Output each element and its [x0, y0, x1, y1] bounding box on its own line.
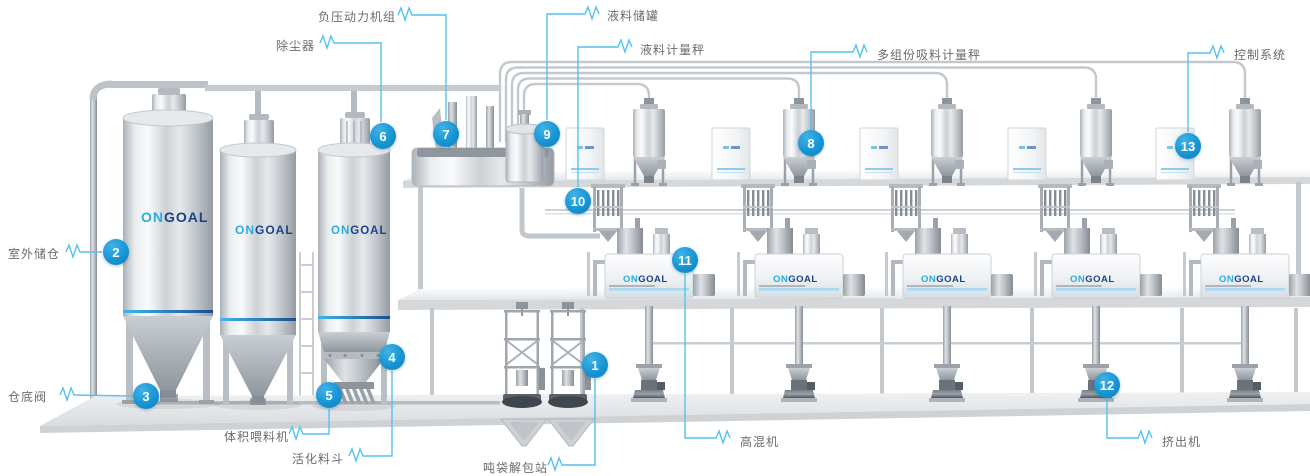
- label-liquid-scale: 液料计量秤: [640, 43, 706, 57]
- label-extruder: 挤出机: [1162, 435, 1202, 449]
- leader-4: [348, 371, 393, 464]
- powder-cabinet-1: [565, 127, 605, 181]
- extruder-feeder-2: [781, 364, 817, 402]
- leader-8: [810, 43, 868, 129]
- scale-manifold-piping: [519, 188, 1235, 239]
- label-mixer: 高混机: [740, 435, 780, 449]
- silo-top-piping: [89, 80, 500, 410]
- ton-bag-station-2: [547, 301, 592, 409]
- callout-1[interactable]: 1: [582, 352, 608, 378]
- brand-prefix: ON: [331, 225, 350, 237]
- label-activation-hopper: 活化料斗: [292, 452, 345, 466]
- callout-11[interactable]: 11: [672, 247, 698, 273]
- callout-10[interactable]: 10: [565, 188, 591, 214]
- silo-scaffold: [299, 252, 314, 400]
- powder-cabinet-4: [1007, 127, 1047, 181]
- label-ton-bag-station: 吨袋解包站: [483, 461, 549, 475]
- callout-9[interactable]: 9: [534, 121, 560, 147]
- ground-floor: [40, 392, 1310, 433]
- callout-8[interactable]: 8: [798, 130, 824, 156]
- callout-5[interactable]: 5: [316, 382, 342, 408]
- leader-5: [288, 409, 330, 442]
- powder-cabinet-3: [859, 127, 899, 181]
- label-control-system: 控制系统: [1234, 48, 1287, 62]
- ton-bag-station-1: [501, 301, 546, 409]
- brand-suffix: GOAL: [255, 223, 294, 237]
- label-silo-bottom-valve: 仓底阀: [8, 390, 48, 404]
- mixer-discharge-pipes: [645, 306, 1249, 368]
- callout-3[interactable]: 3: [133, 383, 159, 409]
- label-vacuum-power-unit: 负压动力机组: [318, 10, 397, 24]
- pit-hopper-2: [547, 418, 595, 447]
- leader-lines: [59, 5, 1225, 473]
- silo-3-brand: ONGOAL: [331, 225, 387, 237]
- callout-13[interactable]: 13: [1175, 133, 1201, 159]
- volumetric-feeders: [334, 382, 376, 404]
- callout-2[interactable]: 2: [103, 239, 129, 265]
- label-liquid-tank: 液料储罐: [607, 9, 660, 23]
- callout-12[interactable]: 12: [1094, 372, 1120, 398]
- leader-9: [546, 5, 600, 120]
- leader-3: [59, 386, 133, 403]
- leader-2: [65, 243, 102, 260]
- silo-3: ONGOAL: [312, 112, 396, 411]
- leader-11: [684, 274, 731, 446]
- brand-prefix: ON: [141, 209, 164, 225]
- activation-hopper: [322, 352, 386, 382]
- silo-1: ONGOAL: [116, 88, 220, 409]
- powder-cabinet-2: [711, 127, 751, 181]
- silo-2-brand: ONGOAL: [235, 223, 294, 237]
- extruder-feeder-3: [929, 364, 965, 402]
- label-outdoor-silo: 室外储仓: [8, 247, 61, 261]
- brand-suffix: GOAL: [350, 225, 387, 237]
- pipe-bundle: [498, 60, 1247, 142]
- pit-hopper-1: [500, 418, 548, 447]
- silo-2: ONGOAL: [214, 114, 302, 410]
- brand-prefix: ON: [235, 223, 255, 237]
- extruder-feeder-1: [631, 364, 667, 402]
- leader-6: [319, 34, 382, 122]
- label-dust-collector: 除尘器: [276, 39, 316, 53]
- label-volumetric-feeder: 体积喂料机: [224, 430, 290, 444]
- brand-suffix: GOAL: [164, 209, 208, 225]
- callout-4[interactable]: 4: [379, 344, 405, 370]
- callout-7[interactable]: 7: [433, 121, 459, 147]
- top-platform: [403, 169, 1310, 290]
- leader-7: [397, 6, 447, 120]
- extruder-feeder-5: [1227, 364, 1263, 402]
- label-dosing-scale: 多组份吸料计量秤: [877, 48, 982, 62]
- callout-6[interactable]: 6: [370, 123, 396, 149]
- leader-13: [1187, 44, 1225, 132]
- leader-1: [547, 379, 596, 473]
- leader-12: [1106, 399, 1153, 446]
- leader-10: [577, 38, 633, 187]
- silo-1-brand: ONGOAL: [141, 209, 208, 225]
- dust-collector: [340, 112, 370, 148]
- support-columns: [430, 308, 1298, 396]
